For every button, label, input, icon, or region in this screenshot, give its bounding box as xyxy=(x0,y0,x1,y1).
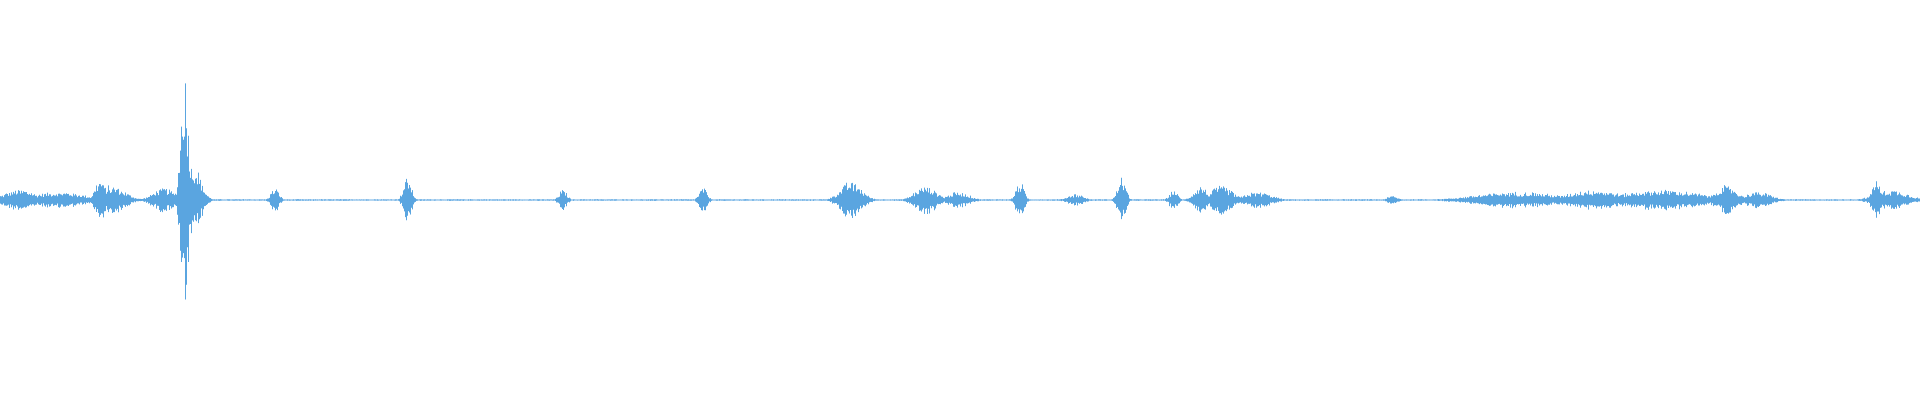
waveform-trace xyxy=(0,83,1920,300)
